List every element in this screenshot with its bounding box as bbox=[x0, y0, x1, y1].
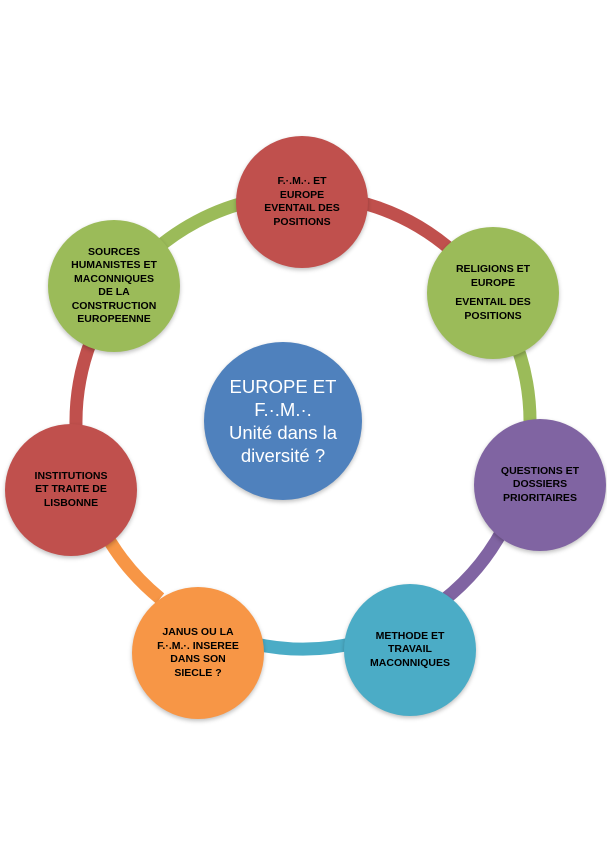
node-label-line: MACONNIQUES bbox=[370, 656, 450, 669]
node-label-line: F.·.M.·. ET bbox=[277, 175, 327, 187]
node-label-line: EUROPE bbox=[470, 276, 516, 289]
node-label-line: EUROPE bbox=[279, 188, 325, 201]
node-label-line: EUROPEENNE bbox=[77, 313, 151, 325]
center-label-line: Unité dans la bbox=[229, 422, 337, 443]
node-label-line: QUESTIONS ET bbox=[500, 464, 580, 477]
node-label-line: PRIORITAIRES bbox=[503, 491, 577, 504]
node-label-line: DE LA bbox=[98, 286, 130, 298]
node-label-line: METHODE ET bbox=[375, 629, 445, 642]
node-label-line: CONSTRUCTION bbox=[71, 299, 157, 312]
node-label-line: HUMANISTES ET bbox=[71, 259, 157, 271]
center-label-line: EUROPE ET bbox=[229, 376, 337, 397]
center-label-line: F.·.M.·. bbox=[254, 399, 312, 420]
node-label-line: LISBONNE bbox=[43, 496, 99, 509]
node-label-line: SOURCES bbox=[88, 245, 140, 258]
node-label-line: MACONNIQUES bbox=[74, 272, 154, 285]
node-label-line: F.·.M.·. INSEREE bbox=[157, 639, 239, 652]
node-label-line: EVENTAIL DES bbox=[455, 296, 531, 308]
arc-fm-to-religions bbox=[352, 194, 460, 259]
node-label-line: DANS SON bbox=[170, 653, 226, 665]
node-label-line: EVENTAIL DES bbox=[264, 202, 340, 214]
node-label-line: SIECLE ? bbox=[174, 666, 222, 679]
node-label-line: TRAVAIL bbox=[388, 643, 432, 656]
node-label-line: POSITIONS bbox=[273, 215, 331, 228]
node-label-line: INSTITUTIONS bbox=[34, 469, 108, 482]
node-label-line: POSITIONS bbox=[464, 309, 522, 322]
node-label-line: ET TRAITE DE bbox=[35, 483, 107, 496]
arc-institutions-to-sources bbox=[69, 338, 98, 431]
node-label-line: RELIGIONS ET bbox=[455, 263, 531, 275]
node-label-line: DOSSIERS bbox=[512, 478, 568, 491]
node-label-line: JANUS OU LA bbox=[162, 626, 234, 638]
center-label-line: diversité ? bbox=[240, 445, 326, 466]
